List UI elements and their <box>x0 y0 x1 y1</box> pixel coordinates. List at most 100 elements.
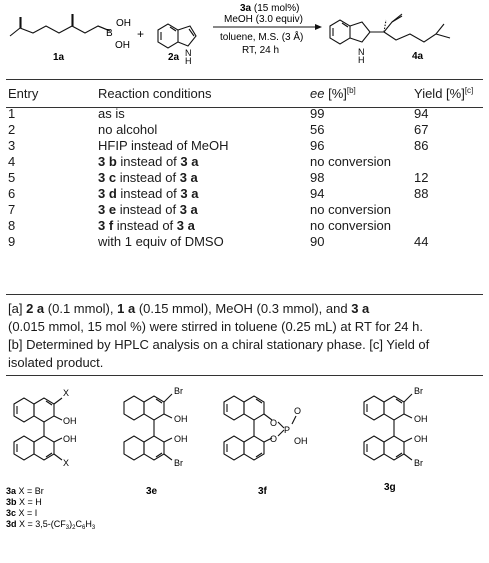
label-4a: 4a <box>412 51 424 62</box>
cell-entry: 5 <box>8 170 16 185</box>
cell-yield <box>414 218 484 234</box>
product-4a-structure <box>329 13 451 45</box>
cell-entry: 6 <box>8 186 16 201</box>
reaction-scheme: OH B OH 1a + N H 2a 3a (15 mol%) MeOH (3… <box>9 3 451 66</box>
cell-yield: 44 <box>414 234 429 249</box>
table-bottom-rule <box>6 294 483 295</box>
cell-conditions: with 1 equiv of DMSO <box>98 234 224 249</box>
cell-yield <box>414 154 484 170</box>
header-yield: Yield [%][c] <box>414 86 474 101</box>
table-row: 5 3 c instead of 3 a 98 12 <box>8 170 484 186</box>
header-ee: ee [%][b] <box>310 86 356 101</box>
br-bottom: Br <box>174 458 183 468</box>
phosphorus: P <box>284 425 290 435</box>
table-row: 6 3 d instead of 3 a 94 88 <box>8 186 484 202</box>
cell-conditions: 3 e instead of 3 a <box>98 202 198 217</box>
results-table: Entry Reaction conditions ee [%][b] Yiel… <box>8 86 484 250</box>
arrow-cond-4: RT, 24 h <box>242 45 279 56</box>
cell-ee: no conversion <box>310 202 391 217</box>
cell-yield: 67 <box>414 122 429 137</box>
cat-3b: 3b X = H <box>6 497 42 507</box>
cell-entry: 2 <box>8 122 16 137</box>
cell-yield <box>414 202 484 218</box>
arrow-cond-2: MeOH (3.0 equiv) <box>224 14 303 25</box>
x-bottom: X <box>63 458 69 468</box>
product-nh: H <box>358 55 365 65</box>
cell-conditions: 3 b instead of 3 a <box>98 154 199 169</box>
cell-yield: 94 <box>414 106 429 121</box>
cell-ee: 56 <box>310 122 325 137</box>
arrow-cond-1: 3a (15 mol%) <box>240 3 299 14</box>
br-bottom: Br <box>414 458 423 468</box>
indole-nh: H <box>185 56 192 66</box>
cell-ee: 99 <box>310 106 325 121</box>
cell-ee: no conversion <box>310 218 391 233</box>
label-2a: 2a <box>168 52 180 63</box>
oh-bottom: OH <box>174 434 188 444</box>
cell-conditions: 3 f instead of 3 a <box>98 218 195 233</box>
cell-ee: 98 <box>310 170 325 185</box>
cell-ee: 96 <box>310 138 325 153</box>
oxygen-top: O <box>270 418 277 428</box>
cell-entry: 1 <box>8 106 16 121</box>
oxygen-bottom: O <box>270 434 277 444</box>
x-top: X <box>63 388 69 398</box>
boron-oh-bottom: OH <box>115 40 130 51</box>
cell-entry: 4 <box>8 154 16 169</box>
cat-3d: 3d X = 3,5-(CF3)2C6H3 <box>6 519 96 531</box>
label-3e: 3e <box>146 486 158 497</box>
p-oh: OH <box>294 436 308 446</box>
binol-x-structure <box>13 397 63 461</box>
br-top: Br <box>414 386 423 396</box>
cell-conditions: 3 c instead of 3 a <box>98 170 198 185</box>
table-row: 8 3 f instead of 3 a no conversion <box>8 218 484 234</box>
boron-oh-top: OH <box>116 18 131 29</box>
phosphoric-acid-structure <box>223 395 297 461</box>
plus-sign: + <box>137 27 144 41</box>
table-row: 3 HFIP instead of MeOH 96 86 <box>8 138 484 154</box>
table-row: 9 with 1 equiv of DMSO 90 44 <box>8 234 484 250</box>
table-header-row: Entry Reaction conditions ee [%][b] Yiel… <box>8 86 484 106</box>
oh-top: OH <box>414 414 428 424</box>
cell-yield: 88 <box>414 186 429 201</box>
binol-br-structure <box>363 393 413 461</box>
footnote-line: isolated product. <box>8 355 104 370</box>
br-top: Br <box>174 386 183 396</box>
boron-atom: B <box>106 28 113 39</box>
footnote-line: (0.015 mmol, 15 mol %) were stirred in t… <box>8 319 423 334</box>
oh-top: OH <box>174 414 188 424</box>
oh-bottom: OH <box>414 434 428 444</box>
cell-ee: no conversion <box>310 154 391 169</box>
cell-conditions: no alcohol <box>98 122 158 137</box>
oh-top: OH <box>63 416 77 426</box>
cell-yield: 12 <box>414 170 429 185</box>
cell-entry: 3 <box>8 138 16 153</box>
cell-conditions: HFIP instead of MeOH <box>98 138 229 153</box>
cell-yield: 86 <box>414 138 429 153</box>
reagent-1a-structure <box>9 14 109 37</box>
cell-conditions: 3 d instead of 3 a <box>98 186 199 201</box>
label-1a: 1a <box>53 52 65 63</box>
label-3g: 3g <box>384 482 396 493</box>
catalyst-structures: X OH OH X 3a X = Br 3b X = H 3c X = I 3d… <box>6 386 428 531</box>
reaction-arrow <box>315 24 322 30</box>
table-footnotes: [a] 2 a (0.1 mmol), 1 a (0.15 mmol), MeO… <box>8 300 486 372</box>
cat-3a: 3a X = Br <box>6 486 44 496</box>
table-row: 2 no alcohol 56 67 <box>8 122 484 138</box>
cat-3c: 3c X = I <box>6 508 37 518</box>
table-header-rule <box>6 107 483 108</box>
reagent-2a-structure <box>157 23 197 49</box>
h8-binol-structure <box>123 393 173 461</box>
footnote-line: [a] 2 a (0.1 mmol), 1 a (0.15 mmol), MeO… <box>8 301 370 316</box>
cell-entry: 7 <box>8 202 16 217</box>
header-entry: Entry <box>8 86 39 101</box>
cell-entry: 9 <box>8 234 16 249</box>
table-row: 7 3 e instead of 3 a no conversion <box>8 202 484 218</box>
header-conditions: Reaction conditions <box>98 86 212 101</box>
arrow-cond-3: toluene, M.S. (3 Å) <box>220 30 303 43</box>
product-n: N <box>358 47 365 57</box>
cell-entry: 8 <box>8 218 16 233</box>
cell-conditions: as is <box>98 106 125 121</box>
cell-ee: 94 <box>310 186 325 201</box>
cell-ee: 90 <box>310 234 325 249</box>
